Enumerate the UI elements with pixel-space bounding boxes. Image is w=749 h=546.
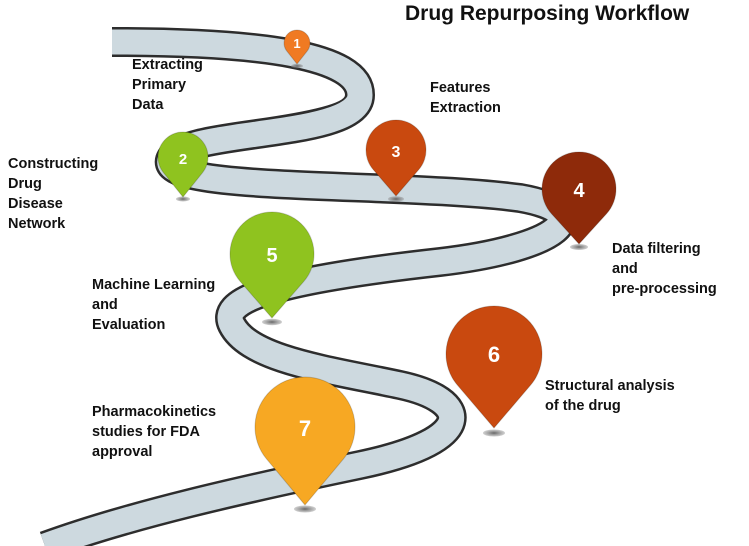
page-title: Drug Repurposing Workflow — [405, 2, 690, 25]
step-4-label: Data filtering and pre-processing — [612, 241, 717, 297]
pin-1-shadow — [291, 63, 303, 69]
pin-3-shadow — [388, 196, 404, 202]
pin-6-marker — [445, 305, 543, 429]
pin-4-number: 4 — [573, 180, 585, 202]
step-3-label: Features Extraction — [430, 80, 501, 116]
pin-2-number: 2 — [179, 151, 187, 168]
pin-7-number: 7 — [299, 416, 311, 441]
pin-4-shadow — [570, 244, 588, 250]
step-1-label: Extracting Primary Data — [132, 57, 203, 113]
step-2-label: Constructing Drug Disease Network — [8, 156, 99, 232]
pin-5-number: 5 — [266, 245, 277, 267]
pin-2-marker — [157, 131, 209, 198]
pin-5-marker — [229, 211, 315, 319]
pin-3-number: 3 — [392, 144, 401, 161]
pin-5-shadow — [262, 318, 282, 326]
pin-3-marker — [365, 119, 427, 197]
pin-2-shadow — [176, 196, 190, 202]
step-7-label: Pharmacokinetics studies for FDA approva… — [92, 404, 217, 460]
pin-6-shadow — [483, 429, 505, 437]
pin-6-number: 6 — [488, 342, 500, 367]
step-6-label: Structural analysis of the drug — [545, 378, 675, 414]
pin-1-number: 1 — [293, 36, 300, 51]
pin-7-shadow — [294, 505, 316, 513]
pin-7-marker — [254, 376, 356, 506]
road — [40, 29, 574, 546]
step-5-label: Machine Learning and Evaluation — [92, 277, 216, 333]
pin-4-marker — [541, 151, 617, 245]
pin-1-marker — [283, 29, 311, 65]
